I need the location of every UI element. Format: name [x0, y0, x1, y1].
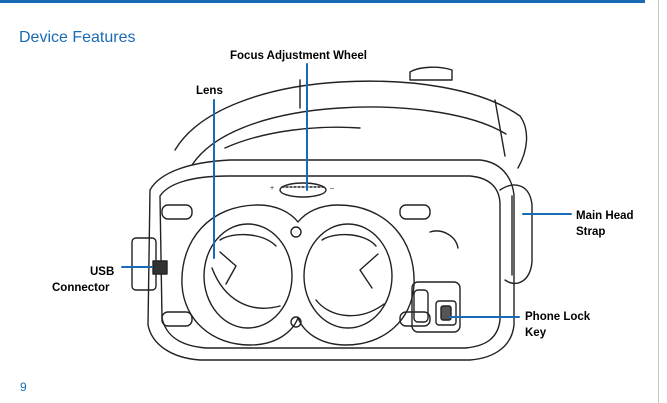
lens-assembly-drawing	[181, 204, 415, 346]
focus-wheel-drawing: + –	[270, 182, 334, 198]
leader-lines	[121, 63, 572, 318]
callout-usb-connector-line2: Connector	[52, 282, 110, 294]
callout-main-head-strap-line1: Main Head	[576, 210, 634, 222]
callout-usb-connector-line1: USB	[90, 266, 115, 278]
callout-focus-adjustment-wheel: Focus Adjustment Wheel	[230, 50, 367, 62]
page-edge	[658, 0, 659, 403]
svg-text:–: –	[330, 185, 334, 192]
svg-text:+: +	[270, 185, 274, 192]
headset-body-drawing	[147, 159, 533, 361]
callout-main-head-strap-line2: Strap	[576, 226, 606, 238]
phone-lock-key-drawing	[411, 281, 461, 333]
head-strap-drawing	[174, 66, 528, 169]
page-number: 9	[20, 380, 27, 394]
mounting-pads-drawing	[161, 204, 459, 328]
usb-connector-drawing	[131, 237, 168, 291]
callout-lens: Lens	[196, 85, 223, 97]
callout-phone-lock-key-line1: Phone Lock	[525, 311, 591, 323]
page-title: Device Features	[19, 29, 136, 46]
callout-phone-lock-key-line2: Key	[525, 327, 547, 339]
top-rule	[0, 0, 645, 3]
